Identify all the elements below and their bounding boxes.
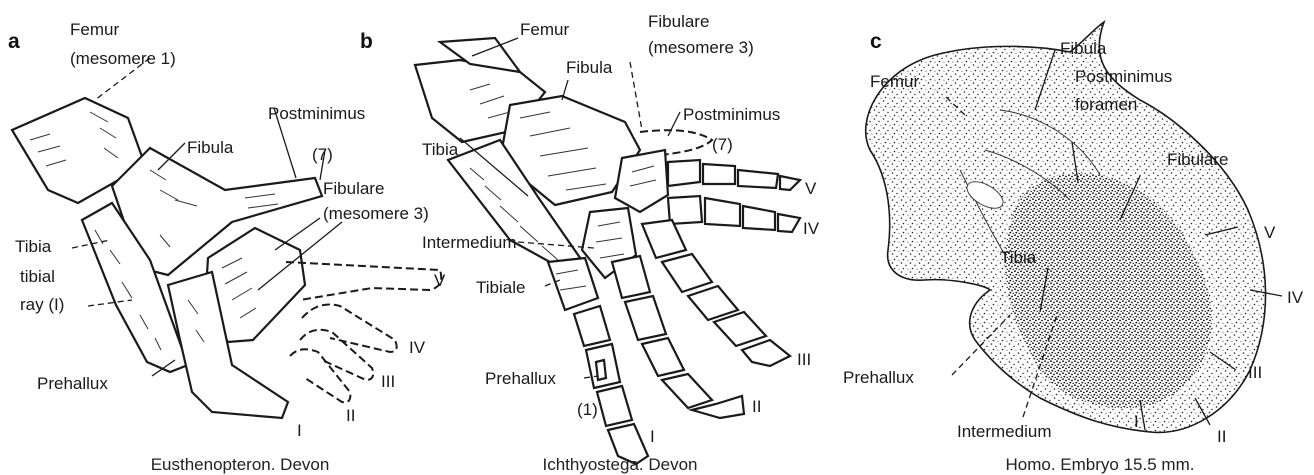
panel-b-fibulare-label: Fibulare (648, 12, 709, 31)
panel-b-tibia-label: Tibia (422, 140, 459, 159)
panel-a-postminimus-label: Postminimus (268, 104, 365, 123)
panel-a-tibial-ray-label-2: ray (I) (20, 295, 64, 314)
panel-a-digit-iv-label: IV (409, 338, 426, 357)
panel-c-digit-ii-label: II (1217, 427, 1226, 446)
panel-b-seven-label: (7) (712, 135, 733, 154)
panel-c-foramen-label: foramen (1075, 95, 1137, 114)
panel-b-postminimus-label: Postminimus (683, 105, 780, 124)
panel-b-fibulare-sub-label: (mesomere 3) (648, 38, 754, 57)
panel-b-digit-iii-label: III (797, 350, 811, 369)
panel-a-digit-i-label: I (297, 421, 302, 440)
panel-a-prehallux-label: Prehallux (37, 374, 108, 393)
panel-a-femur-sub-label: (mesomere 1) (70, 49, 176, 68)
panel-b-digit-v-label: V (805, 179, 817, 198)
panel-c-prehallux-label: Prehallux (843, 368, 914, 387)
panel-a-digit-iv-outline (302, 305, 397, 353)
panel-a-digit-v-label: V (434, 271, 446, 290)
panel-a-fibulare-sub-label: (mesomere 3) (323, 204, 429, 223)
panel-c-fibula-label: Fibula (1060, 39, 1107, 58)
panel-b-digit-v (668, 160, 800, 190)
panel-a-tibia-label: Tibia (15, 237, 52, 256)
panel-c-fibulare-label: Fibulare (1167, 150, 1228, 169)
panel-a-fibulare-label: Fibulare (323, 179, 384, 198)
panel-b-digit-i-label: I (650, 427, 655, 446)
panel-b-femur-label: Femur (520, 20, 569, 39)
panel-a-digit-iii-label: III (381, 372, 395, 391)
panel-c-digit-v-label: V (1264, 223, 1276, 242)
panel-c-intermedium-label: Intermedium (957, 422, 1051, 441)
panel-b-one-label: (1) (577, 400, 598, 419)
panel-b-digit-ii-label: II (752, 397, 761, 416)
panel-b-intermedium-label: Intermedium (422, 233, 516, 252)
panel-b-fibulare-bone (615, 150, 668, 212)
panel-c: c Femur Fibula Postm (843, 22, 1304, 474)
panel-c-femur-label: Femur (870, 72, 919, 91)
panel-b-tibiale-label: Tibiale (476, 278, 525, 297)
panel-a-femur-label: Femur (70, 20, 119, 39)
panel-c-digit-iii-label: III (1248, 363, 1262, 382)
panel-b-digit-iv-label: IV (803, 219, 820, 238)
panel-c-letter: c (870, 30, 882, 53)
panel-c-caption: Homo. Embryo 15.5 mm. (1006, 455, 1195, 474)
panel-a-seven-label: (7) (312, 145, 333, 164)
panel-a-digit-iii-outline (300, 330, 373, 380)
panel-a-digit-ii-label: II (346, 406, 355, 425)
panel-b-tibiale-bone (548, 258, 598, 310)
panel-c-digit-iv-label: IV (1287, 288, 1304, 307)
panel-c-digit-i-label: I (1134, 412, 1139, 431)
panel-c-postminimus-label: Postminimus (1075, 67, 1172, 86)
panel-b-fibula-label: Fibula (566, 58, 613, 77)
panel-b-prehallux-bone (596, 360, 606, 380)
panel-b-digit-iv (668, 196, 800, 232)
panel-b: b (360, 12, 820, 474)
panel-a: a Femur (8, 20, 446, 474)
panel-a-caption: Eusthenopteron. Devon (151, 455, 330, 474)
panel-c-tibia-label: Tibia (1000, 248, 1037, 267)
panel-a-tibial-ray-label-1: tibial (20, 267, 55, 286)
panel-a-digit-ii-outline (290, 349, 350, 402)
panel-b-caption: Ichthyostega. Devon (543, 455, 698, 474)
panel-b-prehallux-label: Prehallux (485, 369, 556, 388)
panel-a-fibula-label: Fibula (187, 138, 234, 157)
panel-b-letter: b (360, 30, 373, 53)
panel-a-digit-v-outline (286, 262, 441, 300)
panel-a-letter: a (8, 30, 20, 53)
